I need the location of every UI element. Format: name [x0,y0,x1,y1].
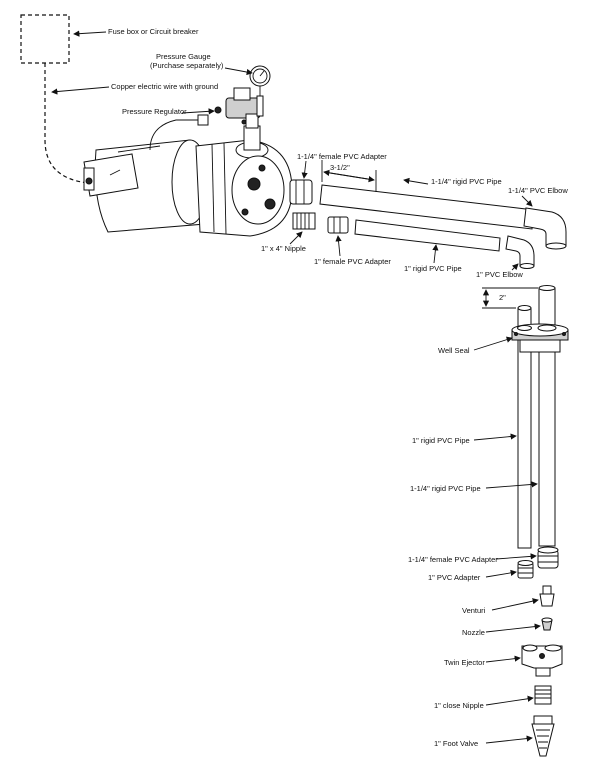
leader-lines [51,30,541,744]
label-pressure-gauge: Pressure Gauge [156,52,211,61]
rigid-pipe-114-horizontal [319,184,535,230]
label-nipple-1x4: 1" x 4" Nipple [261,244,306,253]
female-adapter-114-top-part [289,179,313,205]
label-fuse-box: Fuse box or Circuit breaker [108,27,199,36]
label-elbow-1: 1" PVC Elbow [476,270,523,279]
nozzle-part [541,617,553,631]
label-copper-wire: Copper electric wire with ground [111,82,218,91]
label-pressure-gauge-note: (Purchase separately) [150,61,224,70]
label-close-nipple: 1" close Nipple [434,701,484,710]
label-rigid-pipe-114-top: 1-1/4" rigid PVC Pipe [431,177,502,186]
dimension-3-5-marker [321,160,377,192]
female-adapter-1-top-part [327,216,349,234]
twin-ejector-part [521,644,563,677]
label-well-seal: Well Seal [438,346,470,355]
regulator-wire [149,119,204,151]
label-dimension-3-5: 3-1/2" [330,163,350,172]
rigid-pipe-1-horizontal [354,219,501,252]
label-rigid-pipe-114-vertical: 1-1/4" rigid PVC Pipe [410,484,481,493]
label-female-adapter-1-top: 1" female PVC Adapter [314,257,391,266]
copper-wire [44,63,89,184]
pump-housing [195,125,293,237]
well-seal-part [511,323,569,353]
label-twin-ejector: Twin Ejector [444,658,485,667]
vertical-pipes [517,285,556,549]
pressure-regulator [214,87,264,129]
pump-motor [83,139,209,233]
label-venturi: Venturi [462,606,486,615]
venturi-part [539,585,555,607]
label-dimension-2: 2" [499,293,506,302]
elbow-114-part [523,207,567,250]
label-pvc-adapter-1: 1" PVC Adapter [428,573,481,582]
label-female-adapter-114-top: 1-1/4" female PVC Adapter [297,152,387,161]
foot-valve-part [531,715,555,757]
female-adapter-114-bottom-part [537,546,559,569]
label-rigid-pipe-1-top: 1" rigid PVC Pipe [404,264,462,273]
nipple-1x4-part [292,212,316,230]
close-nipple-part [534,685,552,705]
dimension-2-marker [482,287,538,309]
pressure-gauge [249,65,271,96]
elbow-1-part [505,235,535,269]
wire-connector [197,114,209,126]
label-foot-valve: 1" Foot Valve [434,739,478,748]
label-pressure-regulator: Pressure Regulator [122,107,187,116]
label-female-adapter-114-bottom: 1-1/4" female PVC Adapter [408,555,498,564]
fuse-box [20,14,70,64]
label-nozzle: Nozzle [462,628,485,637]
label-rigid-pipe-1-vertical: 1" rigid PVC Pipe [412,436,470,445]
pvc-adapter-1-part [517,560,534,579]
label-elbow-114: 1-1/4" PVC Elbow [508,186,568,195]
